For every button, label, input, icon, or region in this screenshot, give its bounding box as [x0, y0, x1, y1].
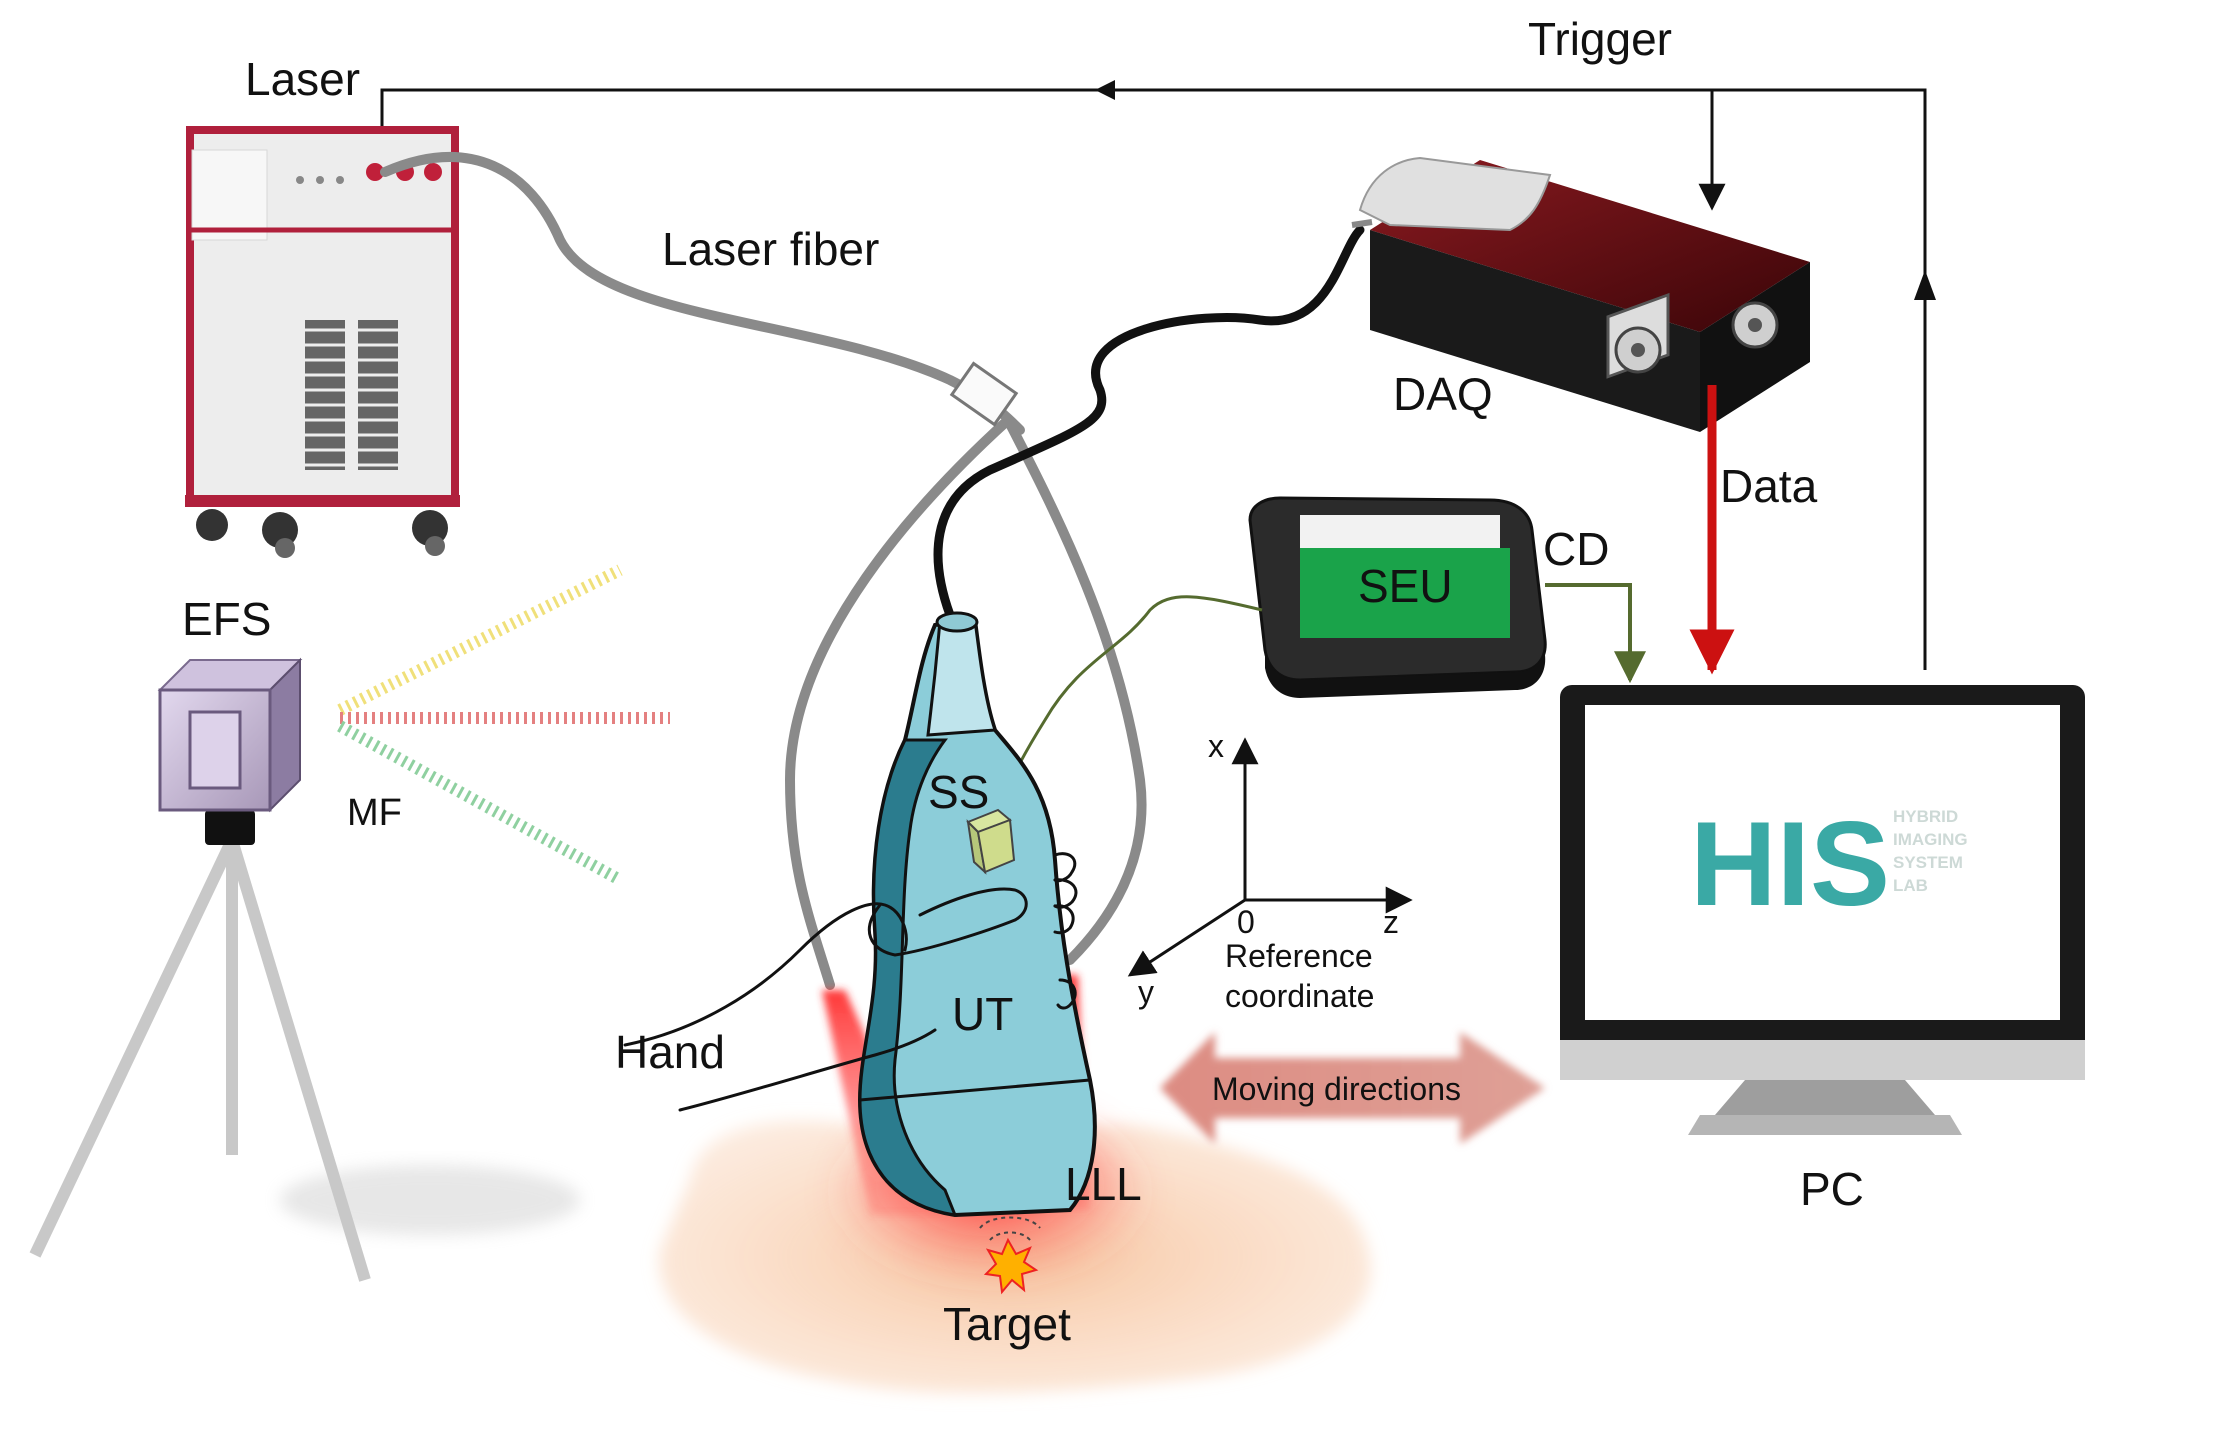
trigger-arrowhead-left	[1095, 80, 1115, 100]
hand-outline	[623, 852, 1078, 1112]
label-cd: CD	[1543, 523, 1609, 575]
label-laser-fiber: Laser fiber	[662, 223, 879, 275]
label-data: Data	[1720, 460, 1818, 512]
camera-tripod-icon	[29, 657, 580, 1282]
seu-device-icon	[1248, 496, 1547, 698]
label-seu: SEU	[1358, 560, 1453, 612]
label-daq: DAQ	[1393, 368, 1493, 420]
label-ut: UT	[952, 988, 1013, 1040]
monitor-logo-line4: LAB	[1893, 876, 1928, 895]
moving-directions-arrow	[1160, 1032, 1545, 1144]
label-trigger: Trigger	[1528, 13, 1672, 65]
sensor-cube	[966, 808, 1016, 875]
label-reference-line2: coordinate	[1225, 978, 1374, 1014]
label-axis-origin: 0	[1237, 904, 1255, 940]
label-mf: MF	[347, 792, 402, 834]
laser-unit-icon	[185, 126, 460, 558]
monitor-logo-line3: SYSTEM	[1893, 853, 1963, 872]
monitor-logo-line1: HYBRID	[1893, 807, 1958, 826]
label-moving-directions: Moving directions	[1212, 1071, 1461, 1107]
label-axis-y: y	[1138, 974, 1154, 1010]
ultrasound-probe-icon	[857, 611, 1097, 1218]
label-hand: Hand	[615, 1026, 725, 1078]
label-ss: SS	[928, 766, 989, 818]
trigger-arrowhead-up	[1914, 270, 1936, 300]
mf-beams	[337, 564, 670, 886]
label-efs: EFS	[182, 593, 271, 645]
monitor-logo-line2: IMAGING	[1893, 830, 1968, 849]
daq-cable	[933, 225, 1365, 620]
monitor-icon: HIS HYBRID IMAGING SYSTEM LAB	[1560, 685, 2085, 1135]
trigger-lines	[380, 80, 1936, 670]
label-lll: LLL	[1065, 1158, 1142, 1210]
label-pc: PC	[1800, 1163, 1864, 1215]
label-target: Target	[943, 1298, 1071, 1350]
monitor-logo-big: HIS	[1690, 797, 1890, 931]
daq-box-icon	[1351, 156, 1810, 432]
target-star-icon	[979, 1216, 1041, 1295]
fiber-splitter	[949, 361, 1019, 427]
label-reference-line1: Reference	[1225, 938, 1373, 974]
label-axis-x: x	[1208, 728, 1224, 764]
cd-arrow	[1545, 583, 1646, 684]
label-axis-z: z	[1383, 904, 1399, 940]
reference-axes	[1127, 737, 1413, 977]
label-laser: Laser	[245, 53, 360, 105]
